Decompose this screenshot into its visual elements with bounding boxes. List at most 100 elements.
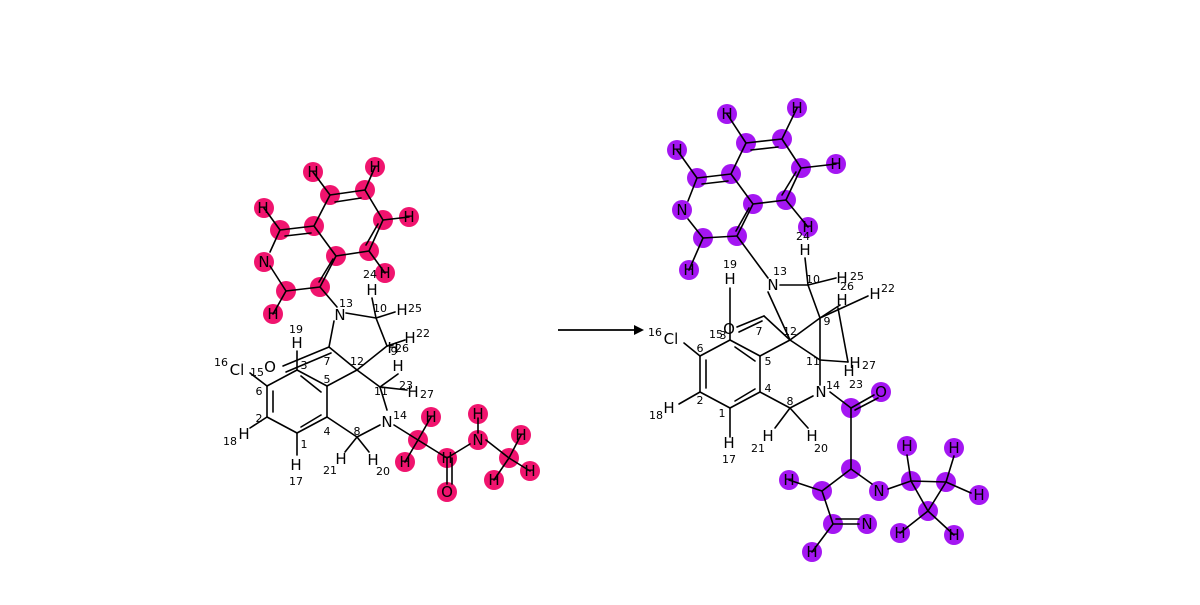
product-atom-number: 19 xyxy=(723,258,737,271)
bond-layer xyxy=(249,107,972,553)
product-atom-number: 2 xyxy=(697,394,704,407)
bond xyxy=(781,107,798,140)
reactant-atom-label: N xyxy=(258,253,269,271)
reactant-atom-number: 3 xyxy=(301,359,308,372)
product-atom-number: 11 xyxy=(806,355,820,368)
reactant-atom-number: 15 xyxy=(250,366,264,379)
product-atom-label: H xyxy=(948,526,959,544)
reactant-atom-number: 14 xyxy=(393,409,407,422)
reactant-atom-label: H xyxy=(407,383,418,401)
product-atom-label: H xyxy=(948,439,959,457)
reactant-highlight-atom xyxy=(468,404,488,424)
product-atom-number: 26 xyxy=(840,280,854,293)
bond xyxy=(285,352,332,373)
bond xyxy=(910,480,929,512)
product-highlight-atom xyxy=(969,485,989,505)
bond xyxy=(375,311,396,319)
bond xyxy=(379,386,388,411)
product-highlight-atom xyxy=(897,436,917,456)
reactant-atom-label: H xyxy=(425,408,436,426)
bond xyxy=(493,457,510,481)
reactant-atom-number: 27 xyxy=(420,388,434,401)
reactant-atom-number: 5 xyxy=(324,373,331,386)
bond xyxy=(313,194,331,227)
reactant-atom-label: Cl xyxy=(230,361,245,379)
reactant-atom-label: H xyxy=(399,453,410,471)
reactant-atom-label: H xyxy=(238,425,249,443)
bond xyxy=(730,142,747,175)
product-atom-number: 20 xyxy=(814,442,828,455)
product-highlight-atom xyxy=(869,481,889,501)
product-atom-label: H xyxy=(843,362,854,380)
product-atom-label: H xyxy=(802,218,813,236)
reactant-atom-label: H xyxy=(387,339,398,357)
reactant-highlight-atom xyxy=(437,482,457,502)
bond xyxy=(272,290,287,315)
product-atom-number: 16 xyxy=(648,326,662,339)
reactant-atom-number: 17 xyxy=(289,475,303,488)
bond xyxy=(269,229,281,253)
bond xyxy=(726,113,747,144)
bond xyxy=(368,250,386,274)
bond xyxy=(375,317,388,347)
product-atom-label: N xyxy=(767,276,778,294)
bond xyxy=(701,180,729,185)
reactant-atom-number: 12 xyxy=(350,355,364,368)
bond xyxy=(687,218,704,239)
bond xyxy=(696,173,732,179)
bond xyxy=(752,199,787,205)
bond xyxy=(345,312,377,319)
reactant-atom-label: H xyxy=(379,264,390,282)
reactant-atom-label: H xyxy=(290,456,301,474)
product-atom-number: 18 xyxy=(649,409,663,422)
bond xyxy=(279,225,315,231)
bond xyxy=(850,394,875,409)
product-atom-number: 5 xyxy=(765,355,772,368)
bond xyxy=(910,480,947,483)
bond xyxy=(819,295,869,319)
bond xyxy=(821,490,834,525)
product-atom-number: 15 xyxy=(709,328,723,341)
bond xyxy=(785,167,802,201)
bond xyxy=(266,369,298,387)
reactant-atom-number: 22 xyxy=(416,327,430,340)
product-atom-number: 12 xyxy=(783,325,797,338)
bond xyxy=(356,345,388,371)
bond xyxy=(945,481,972,494)
product-atom-label: N xyxy=(815,383,826,401)
bond xyxy=(683,342,701,357)
product-atom-label: H xyxy=(806,543,817,561)
reactant-atom-number: 11 xyxy=(374,385,388,398)
reactant-atom-label: H xyxy=(367,451,378,469)
product-atom-label: H xyxy=(973,486,984,504)
product-highlight-atom xyxy=(944,438,964,458)
bond xyxy=(729,339,761,357)
bond xyxy=(282,346,330,367)
bond xyxy=(702,235,738,239)
bond xyxy=(945,455,955,483)
product-atom-number: 24 xyxy=(796,230,810,243)
product-atom-number: 4 xyxy=(765,382,772,395)
product-atom-label: H xyxy=(901,437,912,455)
product-atom-label: H xyxy=(723,434,734,452)
product-atom-label: H xyxy=(721,105,732,123)
bond xyxy=(485,439,510,459)
bond xyxy=(356,436,370,453)
bond xyxy=(249,372,268,387)
bond xyxy=(312,171,331,196)
reactant-atom-label: H xyxy=(291,334,302,352)
product-atom-label: H xyxy=(762,427,773,445)
bond xyxy=(785,199,809,228)
bond xyxy=(789,407,809,429)
bond xyxy=(821,468,852,492)
bond xyxy=(318,258,334,283)
bond xyxy=(781,171,797,196)
bond xyxy=(788,479,823,492)
reactant-highlight-atom xyxy=(254,252,274,272)
reactant-atom-number: 26 xyxy=(395,342,409,355)
bond xyxy=(735,207,750,232)
bond xyxy=(678,391,701,405)
bond xyxy=(329,189,366,196)
